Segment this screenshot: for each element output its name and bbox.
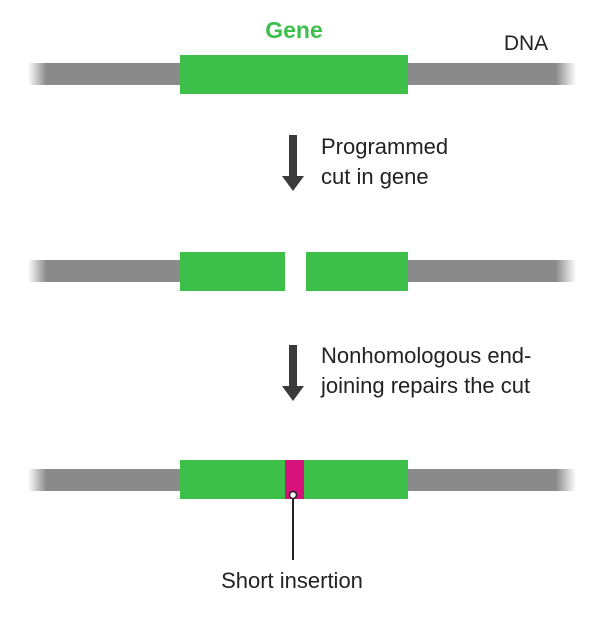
dna-segment-left [28,469,182,491]
dna-segment-right [406,469,576,491]
dna-strand-intact [28,55,576,94]
dna-segment-left [28,63,182,85]
dna-segment-left [28,260,182,282]
insertion-pointer [288,490,298,560]
step-programmed-cut-line2: cut in gene [321,164,429,189]
gene-label: Gene [265,17,323,43]
step-programmed-cut-line1: Programmed [321,134,448,159]
step-nhej-line1: Nonhomologous end- [321,343,531,368]
down-arrow-icon [282,135,304,191]
dna-segment-right [406,260,576,282]
down-arrow-icon [282,345,304,401]
gene-block [180,55,408,94]
gene-fragment-left [180,252,285,291]
gene-fragment-right [304,460,408,499]
gene-fragment-right [306,252,408,291]
dna-strand-cut [28,252,576,291]
gene-fragment-left [180,460,285,499]
dna-segment-right [406,63,576,85]
short-insertion-label: Short insertion [221,568,363,593]
step-nhej-line2: joining repairs the cut [320,373,530,398]
dna-strand-repaired [28,460,576,499]
dna-label: DNA [504,32,548,55]
short-insertion-block [285,460,304,499]
